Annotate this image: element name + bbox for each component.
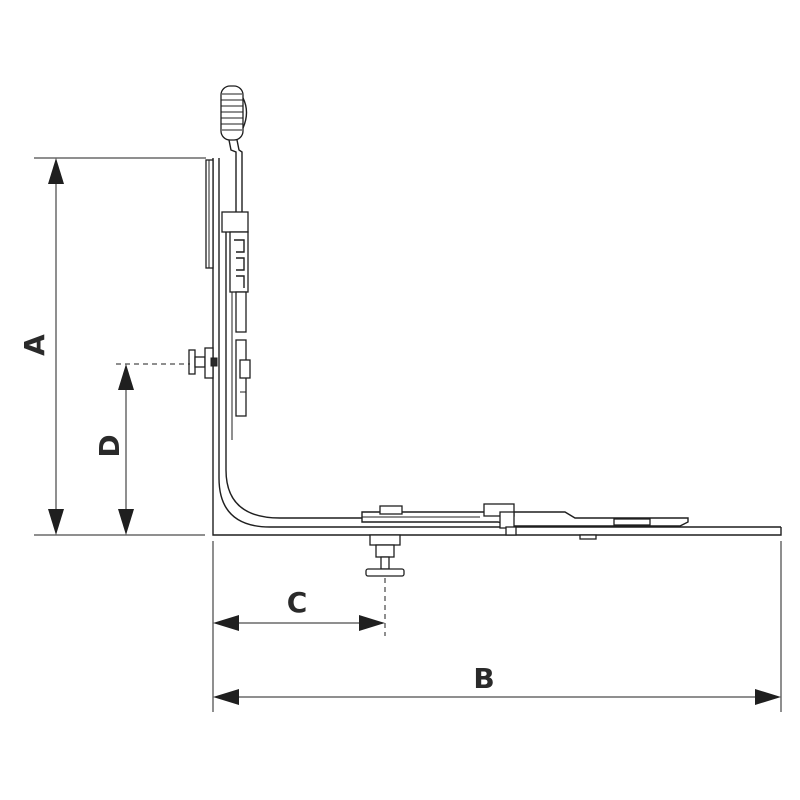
locking-mechanism [221,211,251,417]
handle-knob [205,85,248,269]
dimension-c-label: C [287,586,308,619]
dimension-b: B [213,662,781,705]
horizontal-strap [361,503,689,540]
corner-bracket [212,158,782,536]
dimension-a: A [18,158,64,535]
dimension-d-label: D [93,434,126,457]
dimension-c: C [213,586,385,631]
dimension-b-label: B [473,662,494,695]
horizontal-pin-bolt [365,534,405,577]
dimension-a-label: A [18,334,51,356]
vertical-pin-bolt [188,347,218,379]
dimension-d: D [93,364,134,535]
